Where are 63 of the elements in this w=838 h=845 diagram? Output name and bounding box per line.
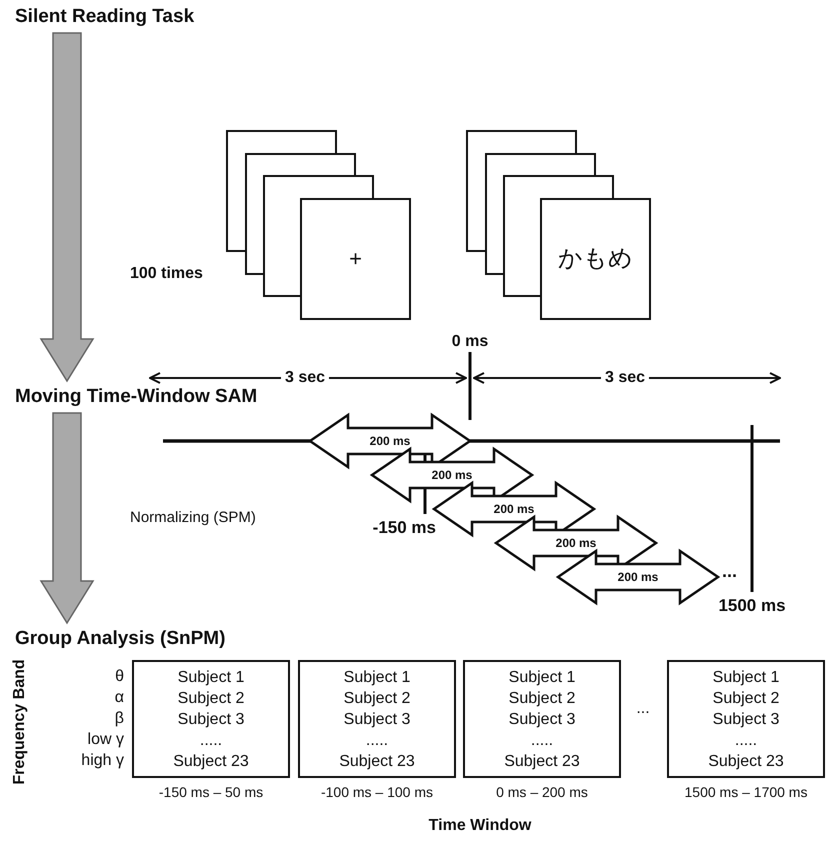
stimulus-card <box>540 198 651 320</box>
stimulus-text: かもめ <box>558 247 633 271</box>
time-label: -150 ms <box>372 519 436 537</box>
band-label: α <box>114 689 124 707</box>
band-label: θ <box>115 668 124 686</box>
subject-label: ..... <box>364 731 390 751</box>
ellipsis: ... <box>722 562 738 580</box>
stimulus-card <box>300 198 411 320</box>
axis-label: Frequency Band <box>11 659 29 785</box>
subject-label: Subject 3 <box>176 710 246 730</box>
time-range-label: -150 ms – 50 ms <box>158 784 264 800</box>
band-label: low γ <box>88 731 124 749</box>
time-window-block <box>434 483 594 535</box>
stimulus-text: + <box>349 248 362 270</box>
subject-label: Subject 2 <box>342 689 412 709</box>
subject-label: Subject 1 <box>176 668 246 688</box>
block-arrow <box>40 32 94 382</box>
band-label: β <box>114 710 124 728</box>
duration-label: 200 ms <box>494 502 534 516</box>
subject-label: Subject 23 <box>707 752 785 772</box>
duration-label: 200 ms <box>432 468 472 482</box>
band-label: high γ <box>81 752 124 770</box>
subject-label: Subject 3 <box>508 710 576 730</box>
subject-box <box>298 660 456 778</box>
time-label: 1500 ms <box>718 597 786 615</box>
block-arrow <box>40 412 94 624</box>
time-range-label: 1500 ms – 1700 ms <box>684 784 808 800</box>
subject-label: Subject 2 <box>176 689 246 709</box>
time-window-block <box>496 517 656 569</box>
time-range-label: 0 ms – 200 ms <box>496 784 588 800</box>
duration-label: 200 ms <box>556 536 596 550</box>
subject-label: Subject 23 <box>338 752 416 772</box>
time-window-block <box>372 449 532 501</box>
time-window-block <box>310 415 470 467</box>
subject-label: Subject 23 <box>172 752 250 772</box>
subject-label: Subject 2 <box>508 689 576 709</box>
subject-box <box>132 660 290 778</box>
subject-label: Subject 1 <box>508 668 576 688</box>
time-window-block <box>558 551 718 603</box>
subject-label: Subject 2 <box>712 689 780 709</box>
subject-label: ..... <box>734 731 758 751</box>
heading: Silent Reading Task <box>15 6 194 28</box>
subject-label: Subject 1 <box>342 668 412 688</box>
time-range-label: -100 ms – 100 ms <box>320 784 434 800</box>
edge-label: Normalizing (SPM) <box>130 509 256 527</box>
stimulus-card <box>226 130 337 252</box>
ellipsis: ... <box>636 700 650 718</box>
duration-label: 200 ms <box>370 434 410 448</box>
heading: Group Analysis (SnPM) <box>15 628 226 650</box>
time-label: 0 ms <box>452 333 488 351</box>
subject-label: Subject 3 <box>712 710 780 730</box>
subject-label: ..... <box>198 731 224 751</box>
subject-label: Subject 1 <box>712 668 780 688</box>
subject-label: Subject 23 <box>503 752 581 772</box>
repetition-label: 100 times <box>130 265 203 283</box>
subject-label: Subject 3 <box>342 710 412 730</box>
subject-label: ..... <box>530 731 554 751</box>
stimulus-card <box>263 175 374 297</box>
heading: Moving Time-Window SAM <box>15 386 258 408</box>
axis-label: Time Window <box>428 817 532 835</box>
subject-box <box>667 660 825 778</box>
duration-label: 200 ms <box>618 570 658 584</box>
subject-box <box>463 660 621 778</box>
